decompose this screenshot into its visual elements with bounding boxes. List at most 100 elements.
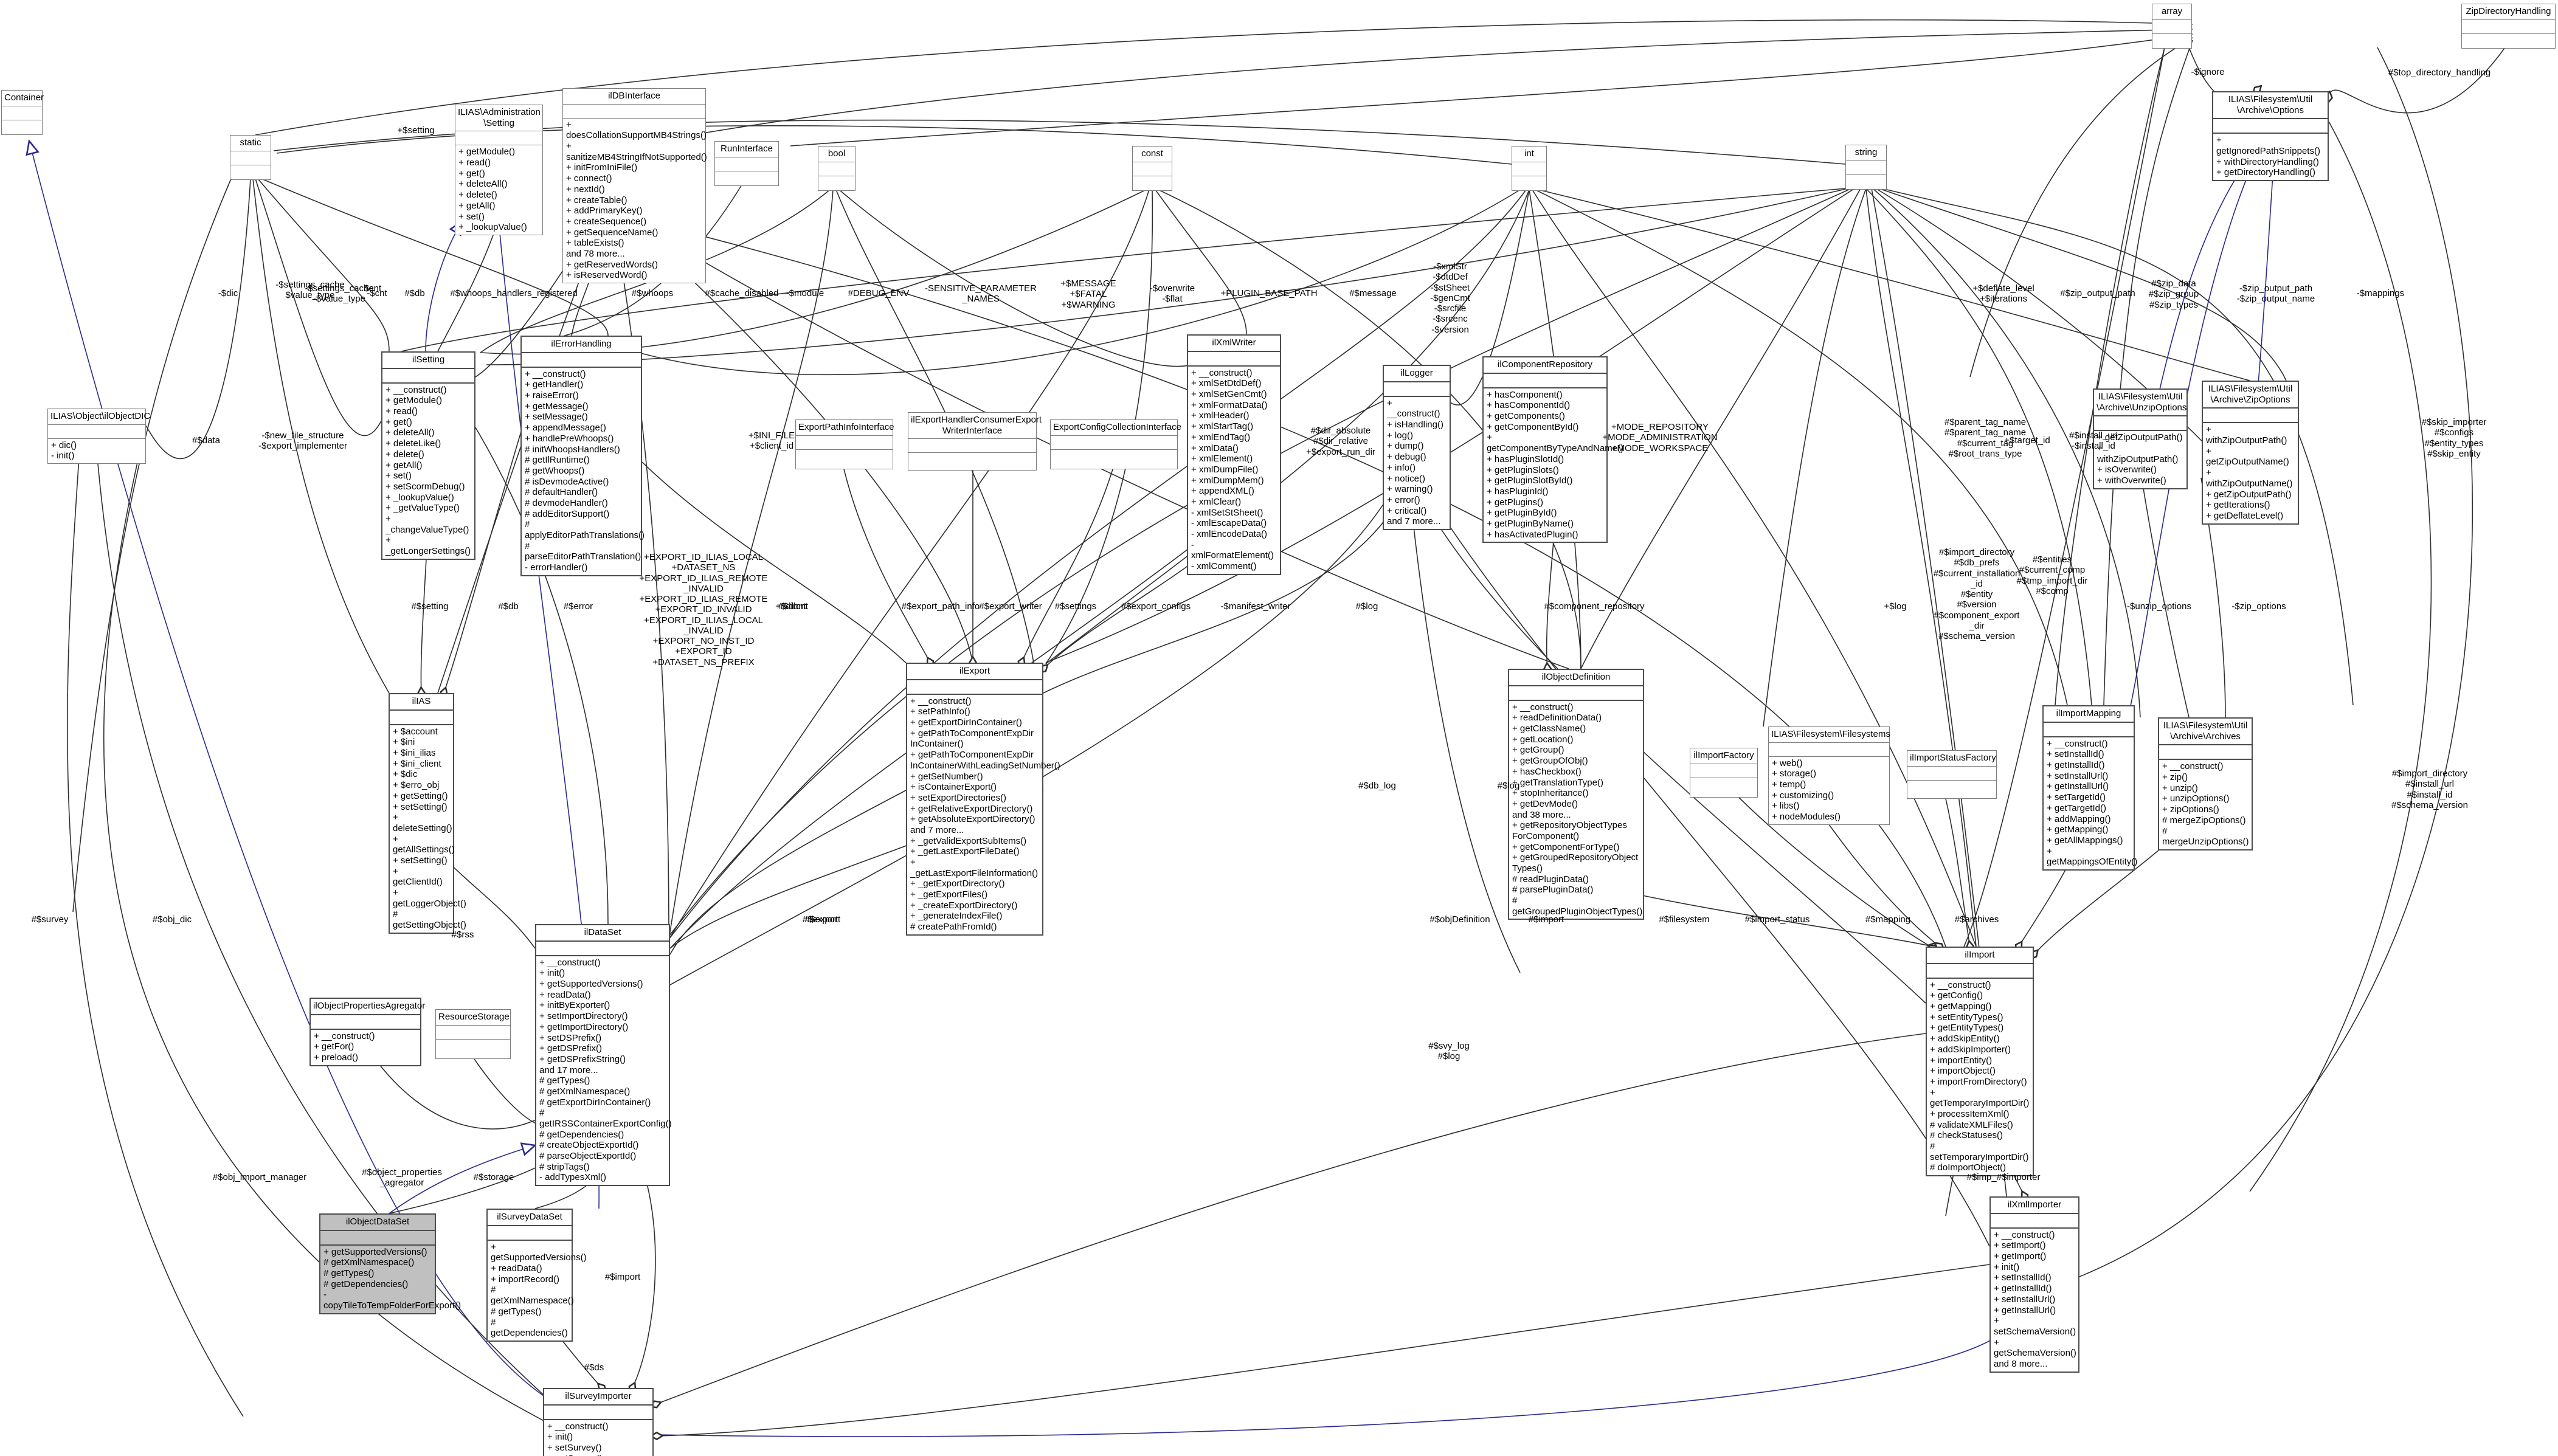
- class-node-operations: [715, 171, 778, 185]
- class-node-operations: [908, 453, 1036, 467]
- class-node-exportconfigcol[interactable]: ExportConfigCollectionInterface: [1050, 419, 1181, 469]
- class-node-title: ilXmlWriter: [1188, 336, 1280, 352]
- class-node-runtime[interactable]: RunInterface: [714, 141, 779, 186]
- class-node-operations: + __construct() + init() + setSurvey() +…: [547, 1421, 609, 1456]
- class-node-operations: + getModule() + read() + get() + deleteA…: [458, 147, 527, 233]
- class-node-attributes: [2152, 20, 2191, 34]
- edge-label-l_cache_disabled: #$cache_disabled: [705, 288, 779, 298]
- class-node-operations: + __construct() + init() + getSupportedV…: [539, 957, 672, 1183]
- class-node-title: ilSurveyImporter: [544, 1389, 652, 1406]
- edge-label-l_skip_importer: #$skip_importer #$configs #$entity_types…: [2421, 417, 2487, 459]
- class-node-archoptions[interactable]: ILIAS\Filesystem\Util \Archive\Options+ …: [2212, 91, 2329, 182]
- class-node-ilobjectdef[interactable]: ilObjectDefinition+ __construct() + read…: [1508, 669, 1644, 920]
- class-node-title: Container: [2, 91, 44, 106]
- class-node-attributes: [908, 439, 1036, 454]
- class-node-attributes: [1509, 686, 1643, 701]
- class-node-title: ilXmlImporter: [1991, 1198, 2078, 1214]
- class-node-int[interactable]: int: [1512, 146, 1547, 191]
- edge-label-l_whoops: #$whoops: [631, 288, 674, 298]
- class-node-resourcestorage[interactable]: ResourceStorage: [435, 1009, 511, 1059]
- class-node-attributes: [1846, 161, 1886, 175]
- edge-label-l_rss: #$rss: [451, 930, 474, 940]
- edge-label-l_zip_output_path2: -$zip_output_path -$zip_output_name: [2236, 283, 2315, 305]
- class-node-attributes: [1484, 374, 1606, 388]
- class-node-attributes: [563, 105, 705, 119]
- class-node-container[interactable]: Container: [1, 90, 44, 135]
- class-node-operations: + getSupportedVersions() + readData() + …: [491, 1241, 587, 1339]
- class-node-operations: [230, 165, 271, 179]
- class-node-attributes: [390, 711, 453, 725]
- class-node-ilxmlimporter[interactable]: ilXmlImporter + __construct() + setImport…: [1989, 1196, 2079, 1373]
- edge-label-l_mapping: #$mapping: [1865, 914, 1911, 925]
- class-node-operations: + __construct() + getFor() + preload(): [314, 1030, 375, 1063]
- class-node-zipdirhandling[interactable]: ZipDirectoryHandling: [2461, 4, 2556, 49]
- class-node-archives[interactable]: ILIAS\Filesystem\Util \Archive\Archives+…: [2158, 717, 2253, 850]
- class-node-ilimportstatus[interactable]: ilImportStatusFactory: [1907, 750, 1997, 799]
- class-node-operations: + __construct() + readDefinitionData() +…: [1512, 702, 1643, 917]
- edge-label-l_overwrite: -$overwrite -$flat: [1149, 283, 1195, 305]
- class-node-ilobjectdataset[interactable]: ilObjectDataSet+ getSupportedVersions() …: [319, 1213, 461, 1314]
- class-node-static[interactable]: static: [230, 135, 271, 180]
- class-node-filesystems[interactable]: ILIAS\Filesystem\Filesystems+ web() + st…: [1768, 726, 1890, 825]
- class-node-ilimport[interactable]: ilImport+ __construct() + getConfig() + …: [1926, 947, 2034, 1177]
- edge-label-l_manifest_writer: -$manifest_writer: [1220, 601, 1291, 612]
- class-node-attributes: [455, 131, 542, 146]
- class-node-operations: + __construct() + setImport() + getImpor…: [1994, 1229, 2076, 1369]
- class-node-ilerrorhandling[interactable]: ilErrorHandling+ __construct() + getHand…: [520, 336, 645, 576]
- class-node-exportwriter[interactable]: ilExportHandlerConsumerExport WriterInte…: [908, 412, 1042, 471]
- class-node-attributes: [536, 942, 669, 956]
- class-node-attributes: [320, 1231, 435, 1246]
- class-node-operations: + getSupportedVersions() # getXmlNamespa…: [323, 1246, 461, 1311]
- class-node-exportpathinfo[interactable]: ExportPathInfoInterface: [795, 419, 894, 469]
- class-node-bool[interactable]: bool: [818, 146, 856, 191]
- edge-label-l_deflate_level: +$deflate_level +$iterations: [1972, 283, 2034, 305]
- class-node-title: RunInterface: [715, 142, 778, 157]
- class-node-array[interactable]: array: [2152, 4, 2192, 49]
- edge-label-l_mode_repository: +MODE_REPOSITORY +MODE_ADMINISTRATION +M…: [1602, 422, 1718, 454]
- class-node-ilobjectdic[interactable]: ILIAS\Object\ilObjectDIC+ dic() - init(): [47, 409, 150, 464]
- edge-label-l_setting2: #$setting: [411, 601, 449, 612]
- class-node-ilxmlwriter[interactable]: ilXmlWriter+ __construct() + xmlSetDtdDe…: [1187, 334, 1281, 575]
- class-node-operations: + withZipOutputPath() + getZipOutputName…: [2206, 424, 2293, 521]
- class-node-ilimportmapping[interactable]: ilImportMapping+ __construct() + setInst…: [2042, 705, 2137, 871]
- class-node-ildataset[interactable]: ilDataSet + __construct() + init() + getS…: [535, 924, 672, 1187]
- class-node-operations: + dic() - init(): [51, 440, 77, 461]
- class-node-ilsetting[interactable]: ilSetting+ __construct() + getModule() +…: [381, 351, 475, 560]
- class-node-ilsurveydataset[interactable]: ilSurveyDataSet+ getSupportedVersions() …: [486, 1209, 587, 1342]
- class-node-ilsurveyimporter[interactable]: ilSurveyImporter + __construct() + init()…: [543, 1388, 654, 1456]
- edge-label-l_ignore: -$ignore: [2191, 67, 2225, 77]
- class-node-ilimportfactory[interactable]: ilImportFactory: [1690, 748, 1758, 798]
- edge-label-l_component_repo: #$component_repository: [1544, 601, 1645, 612]
- class-node-ilobjpropsagg[interactable]: ilObjectPropertiesAgregator + __construct…: [309, 998, 425, 1066]
- edge-label-l_export_configs: #$export_configs: [1121, 601, 1191, 612]
- class-node-setting_ns[interactable]: ILIAS\Administration \Setting+ getModule…: [455, 105, 543, 235]
- edge-label-l_import_directory: #$import_directory #$db_prefs #$current_…: [1933, 547, 2020, 641]
- edge-label-l_objdefinition: #$objDefinition: [1429, 914, 1490, 925]
- class-node-ilcomponentrepo[interactable]: ilComponentRepository+ hasComponent() + …: [1482, 356, 1623, 543]
- class-node-title: ilDataSet: [536, 925, 669, 942]
- class-node-title: ilObjectPropertiesAgregator: [311, 999, 425, 1015]
- class-node-const[interactable]: const: [1132, 146, 1172, 191]
- class-node-operations: [2152, 34, 2191, 48]
- class-node-illogger[interactable]: ilLogger+ __construct() + isHandling() +…: [1383, 365, 1451, 530]
- class-node-attributes: [2, 106, 42, 120]
- edge-label-l_target_id: +$target_id: [2004, 435, 2050, 446]
- class-node-zipoptions[interactable]: ILIAS\Filesystem\Util \Archive\ZipOption…: [2202, 381, 2299, 525]
- class-node-title: ilIAS: [390, 694, 453, 711]
- edge-label-l_import: #$import: [1528, 914, 1564, 925]
- class-node-operations: [1907, 781, 1996, 795]
- edge-label-l_svy_log: #$svy_log #$log: [1428, 1041, 1470, 1062]
- class-node-attributes: [1512, 162, 1546, 176]
- class-node-ilias[interactable]: ilIAS+ $account + $ini + $ini_ilias + $i…: [389, 693, 466, 934]
- edge-label-l_import_directory2: #$import_directory #$install_url #$insta…: [2391, 768, 2468, 810]
- class-node-attributes: [2203, 409, 2298, 424]
- class-node-title: ilImportFactory: [1690, 748, 1757, 764]
- class-node-ilexport[interactable]: ilExport+ __construct() + setPathInfo() …: [906, 663, 1060, 936]
- class-node-operations: [1846, 175, 1886, 189]
- class-node-ildbinterface[interactable]: ilDBInterface+ doesCollationSupportMB4St…: [562, 88, 707, 283]
- class-node-attributes: [1991, 1214, 2078, 1229]
- class-node-string[interactable]: string: [1845, 145, 1887, 190]
- class-node-title: ILIAS\Filesystem\Util \Archive\UnzipOpti…: [2094, 390, 2186, 417]
- class-node-operations: + __construct() + getHandler() + raiseEr…: [525, 368, 645, 573]
